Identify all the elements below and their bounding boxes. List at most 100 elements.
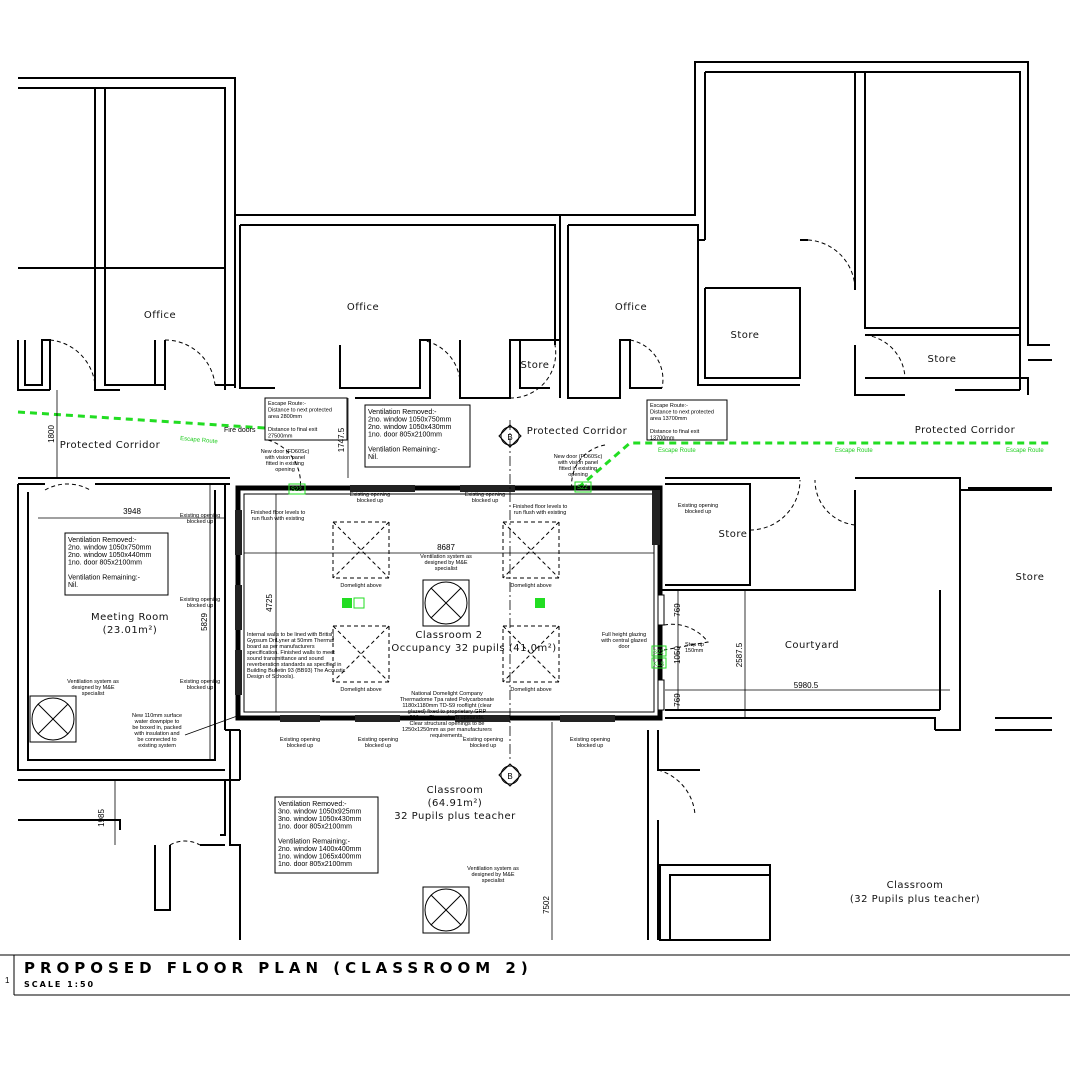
dim-4725: 4725 (265, 594, 274, 612)
note-line: reverberation standards as specified in (247, 662, 341, 668)
note-line: Distance to final exit (268, 427, 318, 433)
escape-route-label-2: Escape Route (658, 448, 696, 454)
svg-text:B: B (507, 772, 512, 781)
dim-2587: 2587.5 (735, 642, 744, 667)
escape-route-label-1: Escape Route (180, 436, 219, 445)
note-line: opening (568, 472, 588, 478)
note-line: 1no. door 805x2100mm (278, 861, 352, 868)
note-line: Ventilation system as (420, 554, 472, 560)
note-line: Ventilation Remaining:- (368, 447, 441, 454)
note-line: Step up (685, 642, 704, 648)
note-line: designed by M&E (471, 872, 514, 878)
room-pupils-classroom: 32 Pupils plus teacher (394, 811, 516, 822)
dim-1985: 1985 (97, 809, 106, 827)
bottom-walls (18, 730, 771, 941)
note-line: Distance to final exit (650, 429, 700, 435)
existing-opening-label: blocked up (472, 498, 499, 504)
note-line: Ventilation system as (67, 679, 119, 685)
drawing-number: 1 (5, 976, 10, 985)
existing-opening-label: blocked up (287, 743, 314, 749)
room-label-office-right: Office (615, 302, 647, 313)
emergency-signs (288, 481, 667, 669)
door-store-c (749, 479, 801, 531)
note-line: 2no. window 1050x750mm (368, 417, 451, 424)
existing-opening-label: Existing opening (463, 737, 503, 743)
room-label-store-far: Store (1016, 572, 1045, 583)
note-line: fitted in existing (266, 461, 304, 467)
room-label-office-mid: Office (347, 302, 379, 313)
note-line: Nil. (368, 454, 378, 461)
room-label-meeting: Meeting Room (91, 612, 169, 623)
room-label-store-b: Store (928, 354, 957, 365)
note-line: run flush with existing (514, 510, 567, 516)
dim-7502: 7502 (542, 896, 551, 914)
section-marker-top: B (498, 424, 522, 448)
room-label-store-small: Store (521, 360, 550, 371)
room-label-office-left: Office (144, 310, 176, 321)
note-line: 1250x1250mm as per manufacturers (402, 727, 492, 733)
note-line: designed by M&E (71, 685, 114, 691)
note-line: Ventilation Removed:- (368, 409, 437, 416)
note-line: fitted in existing (559, 466, 597, 472)
corridor-label-left: Protected Corridor (60, 440, 161, 451)
existing-opening-label: blocked up (187, 685, 214, 691)
existing-opening-label: Existing opening (465, 492, 505, 498)
courtyard-walls (665, 590, 1052, 731)
room-pupils-classroom-right: (32 Pupils plus teacher) (850, 894, 980, 905)
room-area-classroom: (64.91m²) (428, 798, 483, 809)
note-line: 1no. window 1065x400mm (278, 854, 361, 861)
note-line: area 2800mm (268, 414, 302, 420)
door-bottom-right (657, 769, 696, 816)
dim-5980: 5980.5 (794, 681, 819, 690)
existing-opening-label: Existing opening (570, 737, 610, 743)
dim-1050: 1050 (673, 646, 682, 664)
note-line: Distance to next protected (650, 410, 714, 416)
top-door-swings (44, 239, 906, 491)
existing-opening-label: blocked up (187, 603, 214, 609)
note-line: Full height glazing (602, 632, 646, 638)
tag-s22-glazing: S22 (653, 650, 664, 656)
note-line: specialist (82, 691, 105, 697)
fire-doors-label: Fire doors (224, 427, 256, 434)
note-line: with vision panel (557, 460, 598, 466)
note-line: Finished floor levels to (513, 504, 568, 510)
note-line: specialist (435, 566, 458, 572)
room-label-store-a: Store (731, 330, 760, 341)
room-label-classroom-right: Classroom (887, 880, 944, 891)
ventilation-unit-classroom2 (422, 579, 470, 627)
note-line: Nil. (68, 582, 78, 589)
meeting-room-walls (17, 484, 241, 781)
note-line: with insulation and (133, 731, 179, 737)
note-line: 3no. window 1050x430mm (278, 816, 361, 823)
note-line: New 110mm surface (132, 713, 182, 719)
note-line: Ventilation Removed:- (278, 801, 347, 808)
note-vent-bottom: Ventilation Removed:-3no. window 1050x92… (274, 796, 379, 874)
note-line: sound transmittance and sound (247, 656, 324, 662)
note-new-door-left: New door (FD60Sc)with vision panelfitted… (261, 449, 310, 473)
glazed-door-swing (663, 623, 709, 651)
drawing-title: PROPOSED FLOOR PLAN (CLASSROOM 2) (24, 959, 533, 977)
note-line: 3no. window 1050x925mm (278, 809, 361, 816)
existing-opening-label: blocked up (470, 743, 497, 749)
ventilation-unit-meeting (29, 695, 77, 743)
note-line: board as per manufacturers (247, 644, 315, 650)
note-line: be connected to (137, 737, 176, 743)
door-bottom-left (169, 840, 201, 846)
note-line: Clear structural openings to be (410, 721, 485, 727)
room-label-classroom: Classroom (427, 785, 484, 796)
note-line: 2no. window 1050x440mm (68, 552, 151, 559)
dim-3948: 3948 (123, 507, 141, 516)
note-line: 500mm Thermakerb upstands. (410, 715, 485, 721)
note-line: with central glazed (600, 638, 647, 644)
domelights (332, 521, 560, 683)
note-line: Building Bulletin 93 (BB93) The Acoustic (247, 668, 346, 674)
section-marker-bottom: B (498, 763, 522, 787)
note-line: Ventilation Removed:- (68, 537, 137, 544)
corridor-label-right: Protected Corridor (915, 425, 1016, 436)
note-line: specification. Finished walls to meet (247, 650, 335, 656)
